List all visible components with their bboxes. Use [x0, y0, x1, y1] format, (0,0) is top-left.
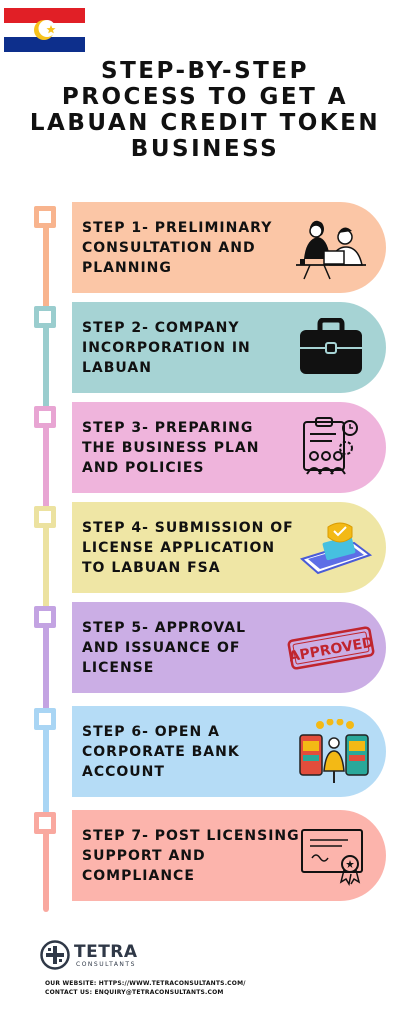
step-label-line: STEP 5- APPROVAL — [82, 619, 247, 636]
timeline-marker — [34, 506, 56, 528]
step-label-line: ACCOUNT — [82, 763, 165, 780]
timeline-marker — [34, 606, 56, 628]
step-label-line: STEP 7- POST LICENSING — [82, 827, 300, 844]
step-card-3: STEP 3- PREPARING THE BUSINESS PLAN AND … — [72, 402, 386, 493]
phone-credit-card-shield-icon — [299, 522, 373, 574]
briefcase-icon — [300, 317, 362, 374]
footer-contact: OUR WEBSITE: HTTPS://WWW.TETRACONSULTANT… — [45, 979, 246, 997]
timeline-segment — [43, 218, 49, 314]
step-label-line: CONSULTATION AND — [82, 239, 256, 256]
step-label-line: STEP 6- OPEN A — [82, 723, 220, 740]
approved-stamp-icon: APPROVED — [287, 625, 375, 670]
contact-email[interactable]: CONTACT US: ENQUIRY@TETRACONSULTANTS.COM — [45, 989, 224, 996]
title-line: LABUAN CREDIT TOKEN — [29, 110, 381, 136]
title-line: BUSINESS — [130, 136, 280, 162]
timeline-segment — [43, 514, 49, 614]
step-card-5: STEP 5- APPROVAL AND ISSUANCE OF LICENSE… — [72, 602, 386, 693]
step-label-line: THE BUSINESS PLAN — [82, 439, 260, 456]
step-card-4: STEP 4- SUBMISSION OF LICENSE APPLICATIO… — [72, 502, 386, 593]
step-label-line: AND POLICIES — [82, 459, 205, 476]
timeline-marker — [34, 206, 56, 228]
step-label-line: STEP 1- PRELIMINARY — [82, 219, 273, 236]
step-label: STEP 5- APPROVAL AND ISSUANCE OF LICENSE — [82, 618, 282, 678]
step-label-line: STEP 4- SUBMISSION OF — [82, 519, 294, 536]
title-line: STEP-BY-STEP — [101, 58, 309, 84]
timeline-segment — [43, 714, 49, 820]
timeline-marker — [34, 812, 56, 834]
labuan-flag-icon — [4, 8, 85, 52]
timeline-marker — [34, 406, 56, 428]
timeline-segment — [43, 414, 49, 514]
step-label-line: CORPORATE BANK — [82, 743, 240, 760]
timeline-marker — [34, 708, 56, 730]
bank-phones-coins-icon — [299, 718, 369, 783]
page-title: STEP-BY-STEP PROCESS TO GET A LABUAN CRE… — [0, 58, 410, 162]
timeline-segment — [43, 820, 49, 912]
title-line: PROCESS TO GET A — [61, 84, 349, 110]
step-label-line: LICENSE — [82, 659, 155, 676]
clipboard-team-gear-icon — [303, 416, 358, 475]
step-label: STEP 6- OPEN A CORPORATE BANK ACCOUNT — [82, 722, 282, 782]
step-label: STEP 1- PRELIMINARY CONSULTATION AND PLA… — [82, 218, 282, 278]
step-label-line: STEP 3- PREPARING — [82, 419, 254, 436]
step-label-line: STEP 2- COMPANY — [82, 319, 240, 336]
step-label-line: AND ISSUANCE OF — [82, 639, 241, 656]
logo-name: TETRA — [74, 942, 138, 962]
step-label: STEP 2- COMPANY INCORPORATION IN LABUAN — [82, 318, 282, 378]
step-card-6: STEP 6- OPEN A CORPORATE BANK ACCOUNT — [72, 706, 386, 797]
step-label-line: LICENSE APPLICATION — [82, 539, 276, 556]
logo-subtitle: CONSULTANTS — [76, 961, 136, 968]
step-label: STEP 3- PREPARING THE BUSINESS PLAN AND … — [82, 418, 282, 478]
step-label-line: SUPPORT AND — [82, 847, 206, 864]
tetra-logo-icon — [40, 940, 70, 970]
website-link[interactable]: OUR WEBSITE: HTTPS://WWW.TETRACONSULTANT… — [45, 980, 246, 987]
tetra-logo: TETRA CONSULTANTS — [40, 940, 160, 972]
step-label-line: PLANNING — [82, 259, 172, 276]
step-label: STEP 7- POST LICENSING SUPPORT AND COMPL… — [82, 826, 300, 886]
certificate-icon — [301, 828, 363, 886]
step-label-line: COMPLIANCE — [82, 867, 195, 884]
step-label-line: LABUAN — [82, 359, 152, 376]
step-label: STEP 4- SUBMISSION OF LICENSE APPLICATIO… — [82, 518, 294, 578]
timeline-segment — [43, 314, 49, 414]
step-label-line: INCORPORATION IN — [82, 339, 251, 356]
timeline-segment — [43, 614, 49, 714]
step-card-7: STEP 7- POST LICENSING SUPPORT AND COMPL… — [72, 810, 386, 901]
step-label-line: TO LABUAN FSA — [82, 559, 221, 576]
people-meeting-laptop-icon — [296, 220, 366, 279]
step-card-1: STEP 1- PRELIMINARY CONSULTATION AND PLA… — [72, 202, 386, 293]
timeline-marker — [34, 306, 56, 328]
step-card-2: STEP 2- COMPANY INCORPORATION IN LABUAN — [72, 302, 386, 393]
